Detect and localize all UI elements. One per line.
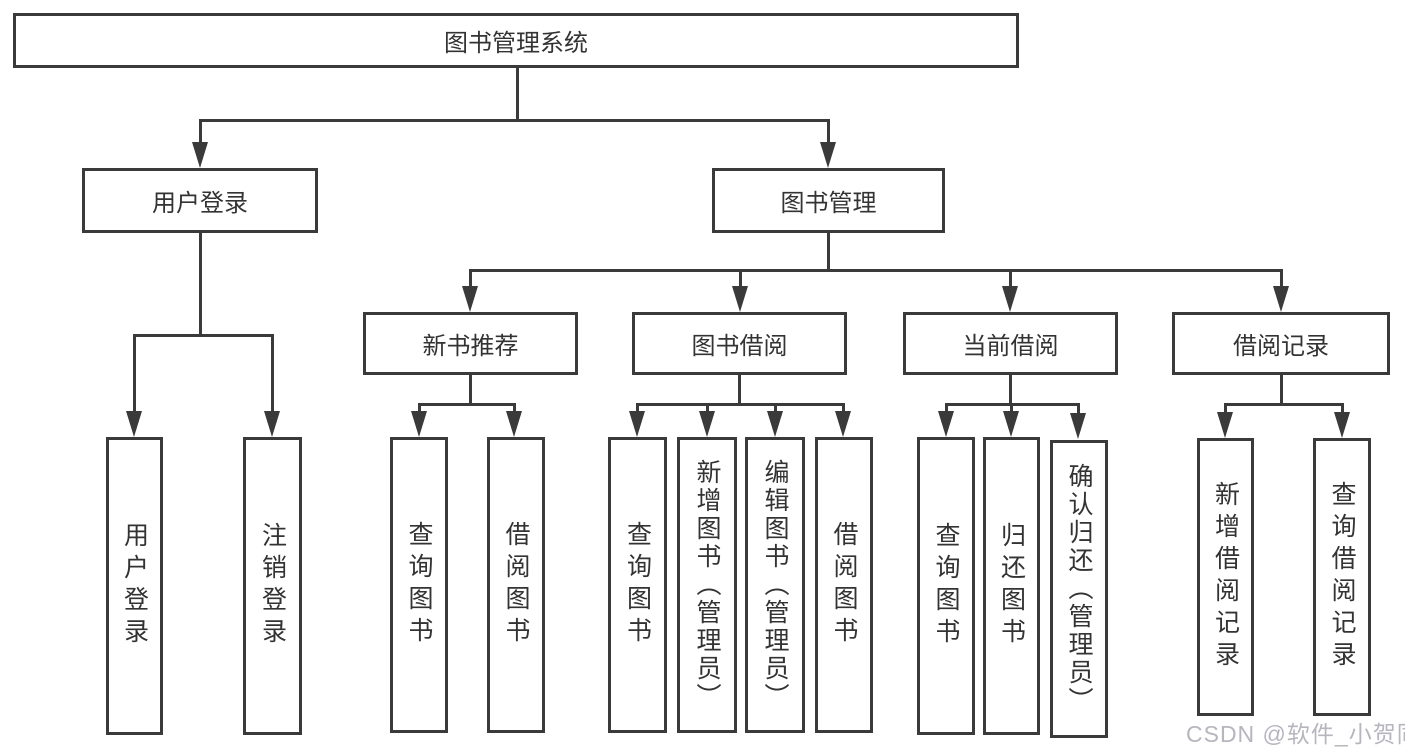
node-user-login: 用户登录 [106,437,163,735]
arrowhead-to-new-book-recommend [462,286,478,312]
edge-to-current-borrowing [1009,269,1012,289]
node-nbr-query-books: 查询图书 [390,437,448,733]
edge-to-book-management [827,119,830,147]
edge-book-mgmt-bar [469,269,1282,272]
edge-to-bb-add [706,403,709,417]
edge-to-borrowing-records [1280,269,1283,289]
edge-root-stem [516,67,519,121]
edge-to-bb-edit [774,403,777,417]
arrowhead-to-nbr-query [411,411,427,437]
edge-to-br-add [1224,403,1227,417]
node-bb-edit-books-admin: 编辑图书（管理员） [745,437,805,733]
edge-user-login-bar [133,334,273,337]
node-nbr-borrow-books: 借阅图书 [487,437,545,733]
edge-bb-stem [738,374,741,405]
edge-to-bb-borrow [842,403,845,417]
edge-br-stem [1280,374,1283,405]
node-bb-borrow-books: 借阅图书 [815,437,873,733]
arrowhead-to-cb-query [938,411,954,437]
node-new-book-recommend: 新书推荐 [363,312,578,375]
arrowhead-to-cb-return [1003,411,1019,437]
node-br-query-record: 查询借阅记录 [1313,438,1371,716]
arrowhead-to-cb-confirm [1070,413,1086,439]
arrowhead-to-borrowing-records [1273,286,1289,312]
arrowhead-to-br-query [1334,412,1350,438]
arrowhead-to-user-login [126,411,142,437]
edge-to-new-book-recommend [469,269,472,289]
arrowhead-to-bb-add [699,411,715,437]
edge-root-bar [199,119,829,122]
edge-to-nbr-query [418,403,421,417]
edge-user-login-stem [199,232,202,336]
node-current-borrowing: 当前借阅 [903,312,1118,375]
edge-nbr-bar [418,403,516,406]
arrowhead-to-logout [264,411,280,437]
edge-cb-stem [1009,374,1012,405]
node-cb-confirm-return-admin: 确认归还（管理员） [1050,440,1108,738]
node-cb-return-books: 归还图书 [983,437,1040,735]
edge-to-cb-query [945,403,948,417]
edge-to-br-query [1341,403,1344,417]
edge-br-bar [1224,403,1343,406]
arrowhead-to-br-add [1217,412,1233,438]
arrowhead-to-user-login-group [192,142,208,168]
arrowhead-to-nbr-borrow [506,411,522,437]
node-book-management: 图书管理 [712,168,945,233]
arrowhead-to-bb-query [629,411,645,437]
node-user-login-group: 用户登录 [82,168,318,233]
edge-to-nbr-borrow [513,403,516,417]
edge-to-user-login-group [199,119,202,147]
csdn-watermark: CSDN @软件_小贺同学 [1186,721,1405,747]
arrowhead-to-book-management [820,142,836,168]
node-book-borrowing: 图书借阅 [632,312,847,375]
edge-nbr-stem [469,374,472,405]
node-cb-query-books: 查询图书 [917,437,975,735]
edge-to-user-login [133,334,136,414]
arrowhead-to-book-borrowing [732,286,748,312]
arrowhead-to-bb-borrow [835,411,851,437]
node-br-add-record: 新增借阅记录 [1197,438,1254,716]
arrowhead-to-bb-edit [767,411,783,437]
node-borrowing-records: 借阅记录 [1172,312,1390,375]
edge-book-mgmt-stem [827,232,830,271]
node-bb-add-books-admin: 新增图书（管理员） [677,437,737,733]
edge-bb-bar [636,403,845,406]
node-library-management-system: 图书管理系统 [13,13,1019,68]
edge-to-book-borrowing [739,269,742,289]
edge-to-logout [271,334,274,414]
arrowhead-to-current-borrowing [1002,286,1018,312]
edge-to-cb-return [1010,403,1013,417]
node-logout: 注销登录 [243,437,302,735]
edge-to-cb-confirm [1077,403,1080,417]
node-bb-query-books: 查询图书 [608,437,667,733]
edge-to-bb-query [636,403,639,417]
